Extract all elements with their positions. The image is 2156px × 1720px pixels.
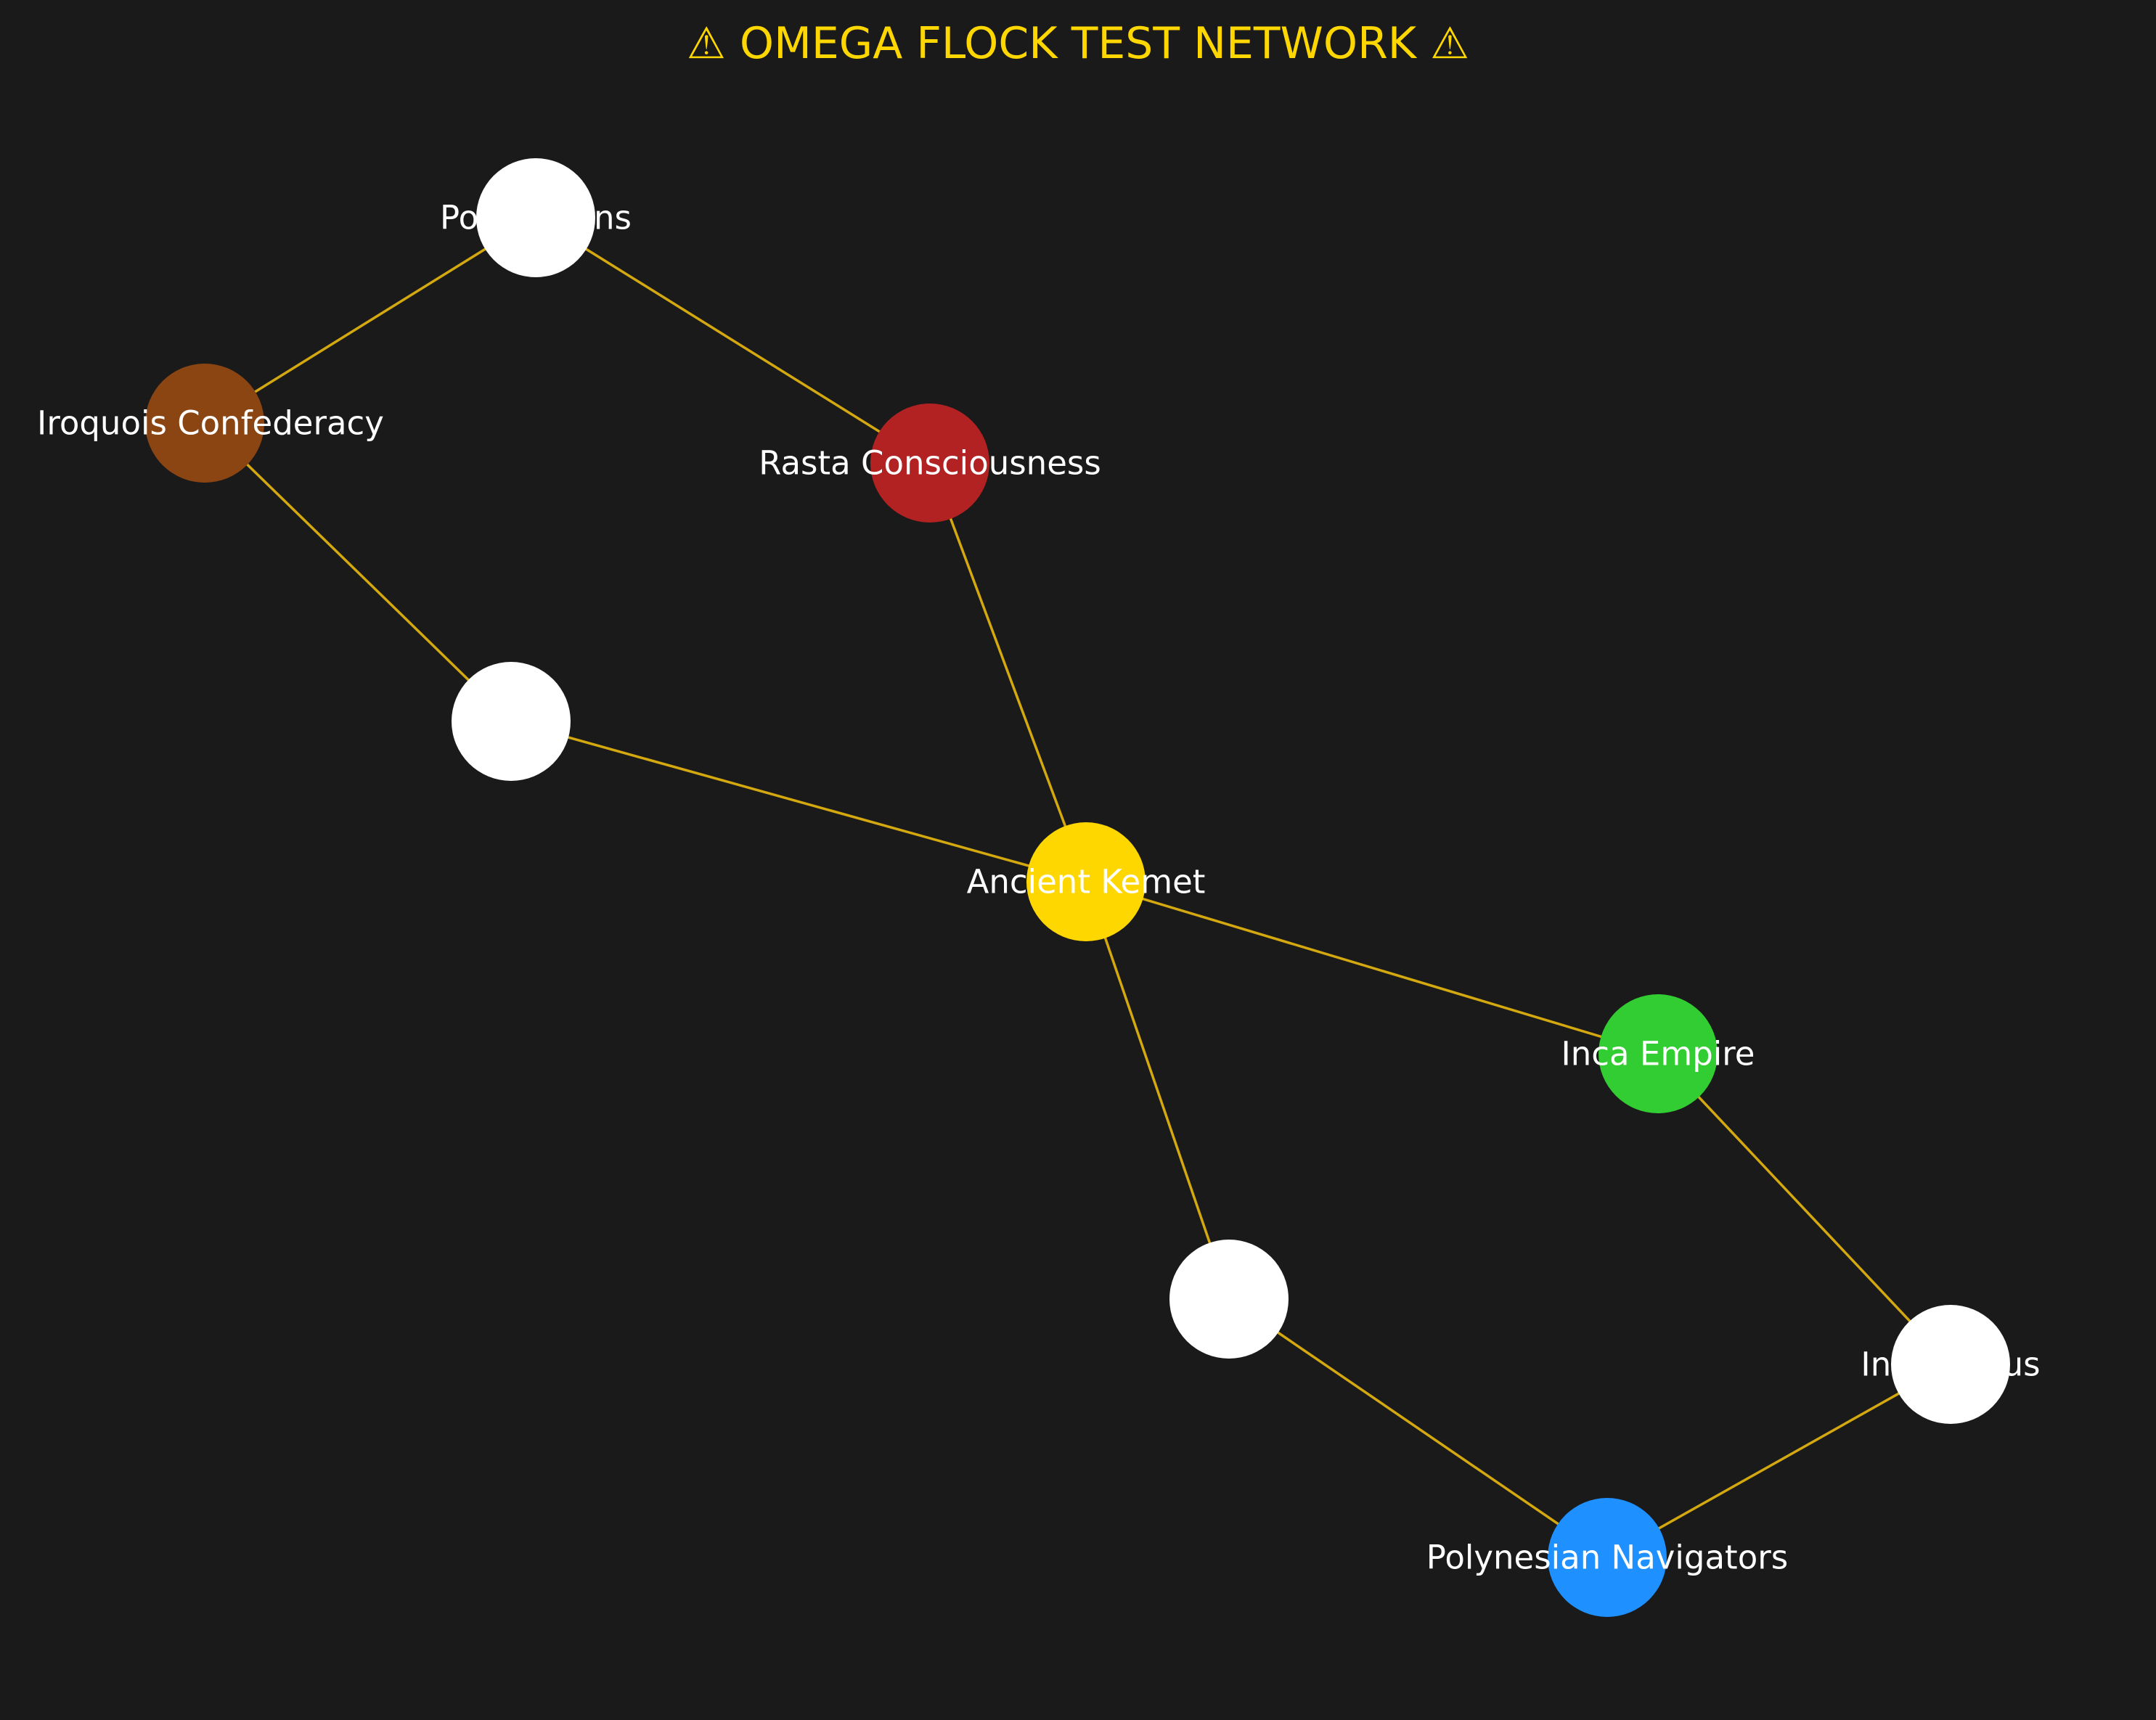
node-unlabeled-bottom[interactable] <box>1169 1240 1289 1359</box>
node-right-node[interactable] <box>1891 1305 2010 1424</box>
node-label-kemet: Ancient Kemet <box>967 863 1206 901</box>
edge-unlabeled-left-kemet <box>510 720 1087 883</box>
edge-polynesians-rasta <box>535 216 931 464</box>
edge-rasta-kemet <box>928 462 1087 882</box>
diagram-title: ⚠ OMEGA FLOCK TEST NETWORK ⚠ <box>687 18 1469 69</box>
edge-kemet-unlabeled-bottom <box>1085 881 1230 1300</box>
node-label-right-node: Indigenous <box>1861 1346 2040 1384</box>
nodes-layer <box>145 158 2010 1617</box>
node-iroquois[interactable] <box>145 364 264 483</box>
edge-right-node-navigators <box>1606 1363 1951 1559</box>
node-rasta[interactable] <box>870 404 989 523</box>
node-unlabeled-left[interactable] <box>452 662 571 781</box>
node-label-polynesians: Polynesians <box>440 199 632 237</box>
edge-inca-right-node <box>1657 1052 1952 1366</box>
node-navigators[interactable] <box>1548 1498 1667 1617</box>
node-label-rasta: Rasta Consciousness <box>759 444 1101 483</box>
node-label-inca: Inca Empire <box>1561 1035 1755 1073</box>
edges-layer <box>203 216 1952 1559</box>
edge-unlabeled-bottom-navigators <box>1228 1298 1608 1559</box>
node-label-navigators: Polynesian Navigators <box>1426 1539 1788 1577</box>
node-kemet[interactable] <box>1026 822 1146 941</box>
node-polynesians[interactable] <box>476 158 595 277</box>
edge-iroquois-unlabeled-left <box>203 422 513 723</box>
edge-iroquois-polynesians <box>204 216 536 425</box>
node-label-iroquois: Iroquois Confederacy <box>37 404 384 443</box>
edge-kemet-inca <box>1085 880 1659 1055</box>
node-inca[interactable] <box>1598 994 1718 1113</box>
